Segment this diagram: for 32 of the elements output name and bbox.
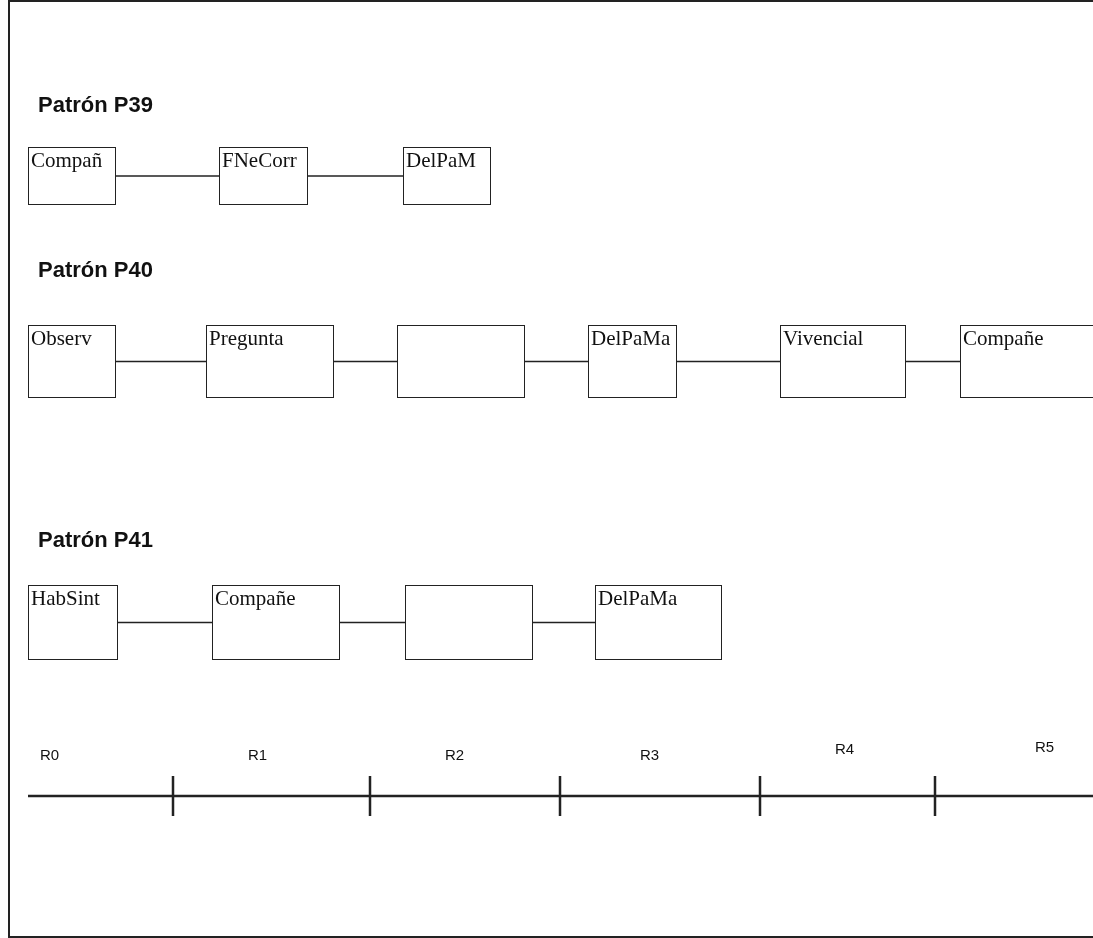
connector-line [115,175,220,177]
empty-box [397,325,525,398]
process-box: HabSint [28,585,118,660]
pattern-heading: Patrón P41 [38,527,153,553]
connector-line [532,621,596,624]
connector-line [524,360,589,363]
process-box: Observ [28,325,116,398]
connector-line [115,360,207,363]
connector-line [905,360,961,363]
process-box: Compañe [212,585,340,660]
process-box: Vivencial [780,325,906,398]
connector-line [676,360,781,363]
process-box: FNeCorr [219,147,308,205]
process-box: DelPaMa [588,325,677,398]
range-label: R0 [40,746,60,763]
range-label: R5 [1035,738,1055,755]
process-box: Pregunta [206,325,334,398]
empty-box [405,585,533,660]
range-label: R4 [835,740,855,757]
pattern-heading: Patrón P39 [38,92,153,118]
range-label: R1 [248,746,268,763]
connector-line [307,175,404,177]
connector-line [333,360,398,363]
range-label: R2 [445,746,465,763]
pattern-heading: Patrón P40 [38,257,153,283]
process-box: DelPaMa [595,585,722,660]
connector-line [117,621,213,624]
process-box: DelPaM [403,147,491,205]
process-box: Compañ [28,147,116,205]
process-box: Compañe [960,325,1093,398]
connector-line [339,621,406,624]
range-label: R3 [640,746,660,763]
